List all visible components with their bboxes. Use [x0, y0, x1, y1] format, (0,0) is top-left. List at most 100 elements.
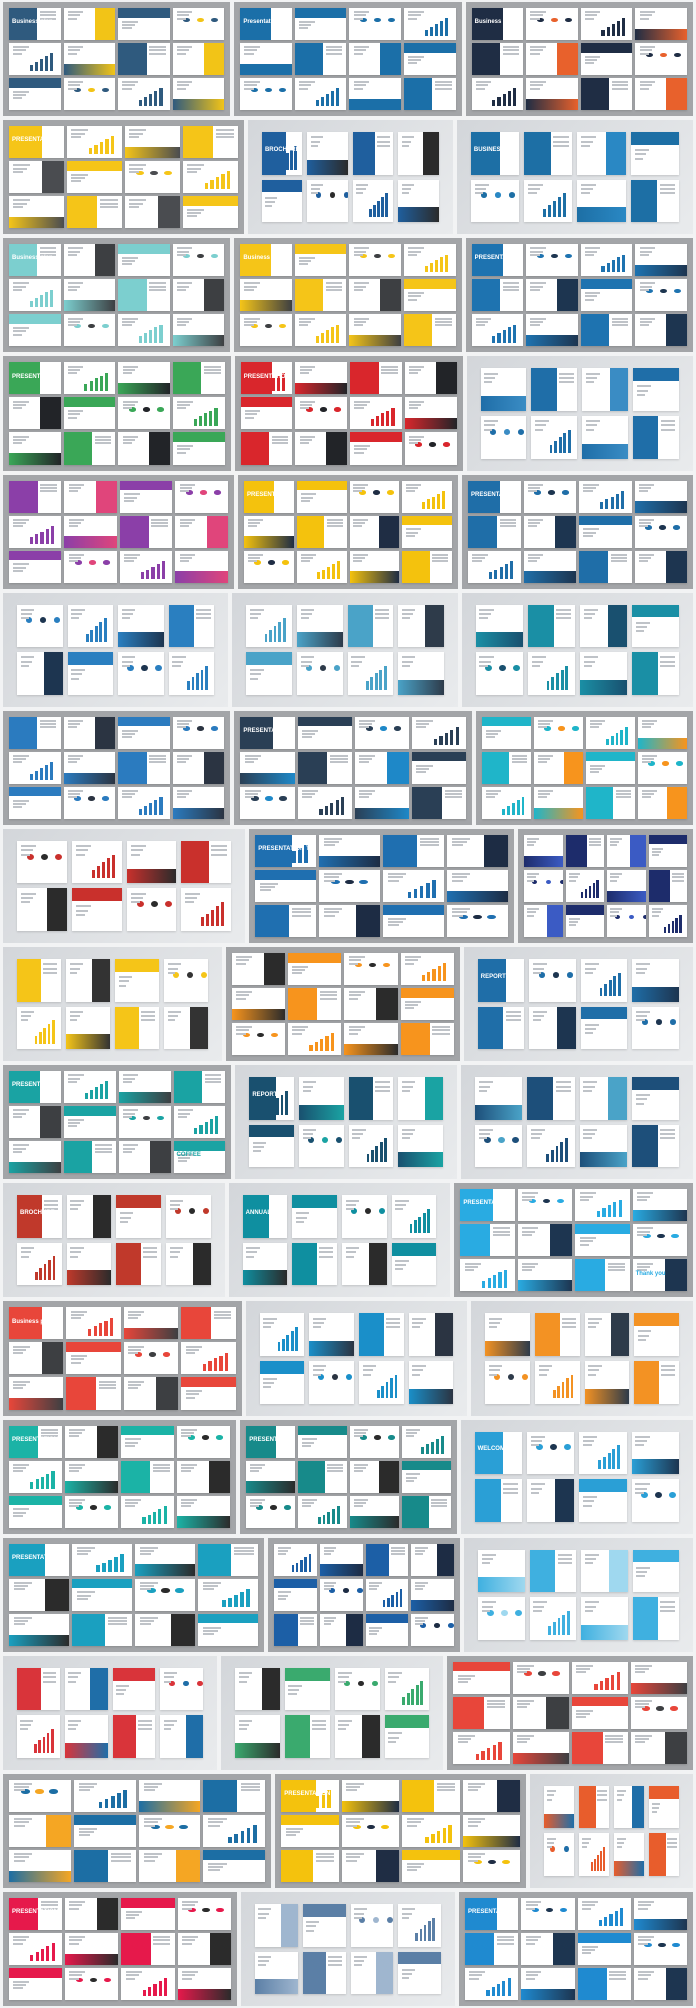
template-preview[interactable] [518, 828, 693, 943]
template-preview[interactable]: PRESENTATION [3, 1537, 265, 1652]
slide-thumbnail [72, 1613, 133, 1646]
text-line [187, 164, 204, 167]
template-preview[interactable] [3, 828, 246, 943]
text-line [353, 317, 370, 320]
template-preview[interactable]: Business plan [465, 2, 693, 117]
template-preview[interactable]: PRESENTATION TEMPLATE [459, 1892, 694, 2007]
text-line [584, 1609, 594, 1612]
template-preview[interactable] [466, 356, 693, 471]
text-line [70, 1358, 84, 1361]
template-preview[interactable] [3, 592, 229, 707]
slide-thumbnail [512, 1696, 569, 1729]
template-preview[interactable]: PRESENTATION TEMPLATE [3, 1419, 237, 1534]
template-preview[interactable] [232, 592, 458, 707]
template-preview[interactable] [3, 710, 231, 825]
template-preview[interactable] [447, 1655, 693, 1770]
text-line [444, 793, 463, 796]
template-preview[interactable]: REPORT [463, 947, 694, 1062]
chart-bar [566, 1378, 569, 1399]
chart-bar [432, 969, 436, 982]
text-line [639, 87, 649, 90]
template-preview[interactable]: PRESENTATION [3, 120, 244, 235]
template-preview[interactable] [464, 1537, 694, 1652]
template-preview[interactable]: REPORT [235, 1065, 458, 1180]
template-preview[interactable]: PRESENTATION TEMPLATE [249, 828, 515, 943]
text-line [20, 1723, 31, 1726]
template-preview[interactable] [240, 1892, 456, 2007]
text-line [258, 1908, 272, 1911]
template-preview[interactable]: PRESENTATION [240, 1419, 457, 1534]
template-preview[interactable]: PRESENTATION [3, 356, 231, 471]
text-line [130, 896, 143, 899]
text-line [667, 1846, 677, 1849]
slide-thumbnail [65, 1460, 119, 1493]
chart-bar [418, 1216, 422, 1233]
template-preview[interactable]: Presentation [234, 2, 462, 117]
text-line [234, 1546, 254, 1549]
template-preview[interactable]: Business plan [3, 238, 231, 353]
template-preview[interactable] [471, 1301, 693, 1416]
template-preview[interactable]: PRESENTATION [3, 1892, 237, 2007]
slide-thumbnail [404, 43, 456, 76]
accent-block [484, 1137, 492, 1144]
template-preview[interactable]: Business plan [3, 2, 231, 117]
text-line [118, 976, 132, 979]
template-preview[interactable] [3, 1773, 272, 1888]
accent-block [401, 1495, 429, 1528]
text-line [13, 1511, 26, 1514]
text-line [610, 838, 622, 841]
template-preview[interactable]: ANNUAL REPORT [228, 1183, 451, 1298]
chart-bar [309, 1044, 313, 1052]
template-preview[interactable] [461, 592, 693, 707]
template-preview[interactable] [221, 1655, 444, 1770]
slide-thumbnail [635, 279, 687, 312]
template-preview[interactable]: Business plan [3, 1301, 242, 1416]
template-preview[interactable]: PRESENTATION [234, 356, 463, 471]
slide-thumbnail [581, 1549, 628, 1593]
text-line [176, 320, 190, 323]
chart-bar [566, 1610, 570, 1635]
slide-thumbnail [259, 1313, 305, 1356]
chart-bar [375, 416, 380, 426]
template-preview[interactable] [461, 1065, 693, 1180]
template-preview[interactable] [3, 1655, 218, 1770]
template-preview[interactable]: PRESENTATION [234, 710, 473, 825]
text-line [69, 1498, 86, 1501]
mosaic-row: PRESENTATION TEMPLATEPRESENTATIONWELCOME [3, 1419, 693, 1534]
template-preview[interactable] [3, 947, 222, 1062]
template-preview[interactable]: Business plan [234, 238, 462, 353]
template-preview[interactable] [268, 1537, 461, 1652]
text-line [522, 1262, 539, 1265]
chart-bar [384, 1138, 388, 1163]
template-preview[interactable] [3, 474, 234, 589]
template-preview[interactable]: PRESENTATION [462, 474, 693, 589]
template-preview[interactable]: PRESENTATION [237, 474, 459, 589]
slide-thumbnail [477, 1006, 525, 1050]
text-line [121, 664, 131, 667]
template-preview[interactable] [245, 1301, 468, 1416]
template-preview[interactable]: PRESENTATION TEMPLATEThank you [454, 1183, 693, 1298]
template-preview[interactable]: BUSINESS REPORT [456, 120, 694, 235]
template-preview[interactable]: WELCOME [460, 1419, 693, 1534]
template-preview[interactable] [476, 710, 693, 825]
template-preview[interactable]: BROCHURE [3, 1183, 225, 1298]
template-preview[interactable]: BROCHURE [247, 120, 453, 235]
text-line [324, 873, 343, 876]
accent-block [46, 1814, 71, 1847]
chart-bar [276, 1098, 279, 1115]
template-preview[interactable] [225, 947, 460, 1062]
template-preview[interactable]: PRESENTATION [465, 238, 693, 353]
accent-block [121, 1460, 151, 1493]
template-preview[interactable] [530, 1773, 693, 1888]
template-preview[interactable]: PRESENTATION TEMPLATECOFFEE [3, 1065, 232, 1180]
text-line [583, 664, 593, 667]
text-line [530, 1440, 543, 1442]
text-line [401, 140, 412, 143]
text-line [13, 1348, 27, 1351]
chart-bar [424, 266, 428, 273]
accent-block [580, 314, 610, 347]
template-preview[interactable]: PRESENTATION [275, 1773, 527, 1888]
slide-thumbnail [358, 1360, 404, 1404]
accent-block [249, 1124, 294, 1138]
text-line [352, 1137, 361, 1140]
